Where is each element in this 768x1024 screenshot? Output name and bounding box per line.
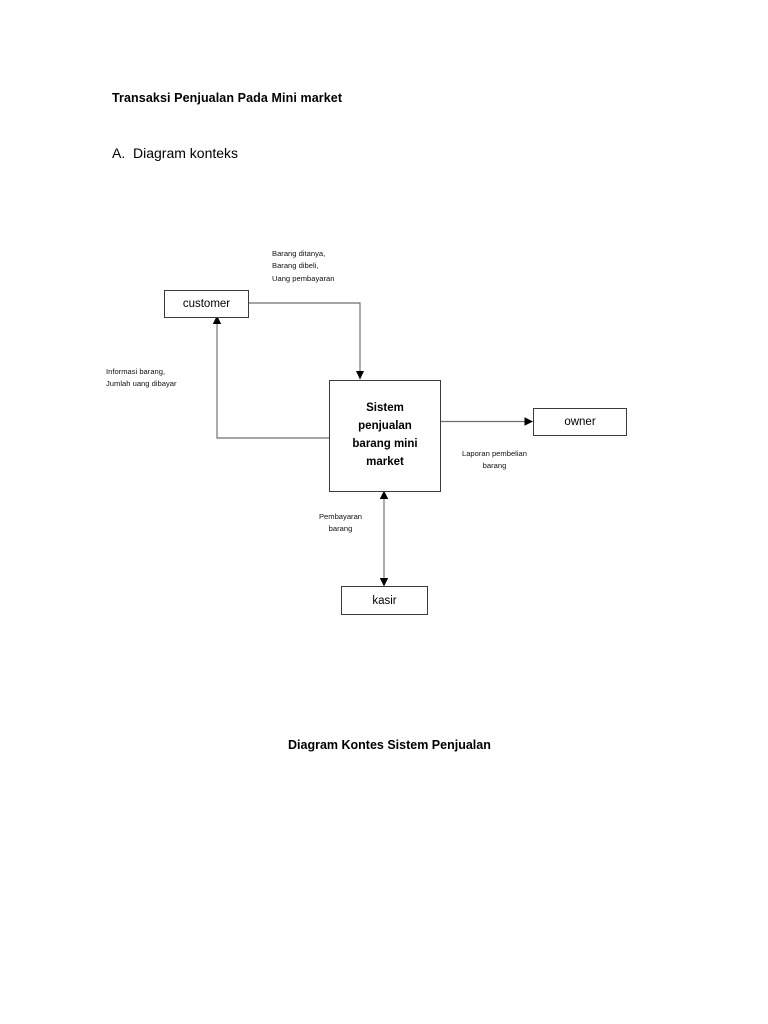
process-line-4: market: [366, 455, 404, 468]
entity-label-customer: customer: [182, 298, 231, 310]
flow-label-sistem-kasir: Pembayaran barang: [318, 512, 363, 534]
connector-sistem-to-customer: [212, 315, 329, 439]
diagram-caption: Diagram Kontes Sistem Penjualan: [288, 738, 491, 752]
process-line-2: penjualan: [358, 420, 412, 433]
connector-customer-to-sistem: [248, 302, 364, 380]
flow-label-sistem-to-owner: Laporan pembelian barang: [461, 449, 528, 471]
process-line-1: Sistem: [366, 402, 404, 415]
entity-box-owner[interactable]: owner: [533, 408, 627, 436]
entity-label-kasir: kasir: [372, 594, 397, 607]
connector-sistem-to-owner: [440, 417, 533, 426]
entity-box-kasir[interactable]: kasir: [341, 586, 428, 615]
flow-label-sistem-to-customer: Informasi barang, Jumlah uang dibayar: [106, 367, 177, 389]
process-box-sistem-penjualan[interactable]: Sistem penjualan barang mini market: [329, 380, 441, 492]
page-title: Transaksi Penjualan Pada Mini market: [112, 91, 343, 105]
process-line-3: barang mini: [352, 438, 418, 450]
entity-box-customer[interactable]: customer: [164, 290, 249, 318]
section-heading-diagram-konteks: A. Diagram konteks: [112, 145, 239, 161]
flow-label-customer-to-sistem: Barang ditanya, Barang dibeli, Uang pemb…: [272, 249, 335, 283]
connector-sistem-kasir: [379, 490, 389, 587]
entity-label-owner: owner: [564, 416, 596, 428]
